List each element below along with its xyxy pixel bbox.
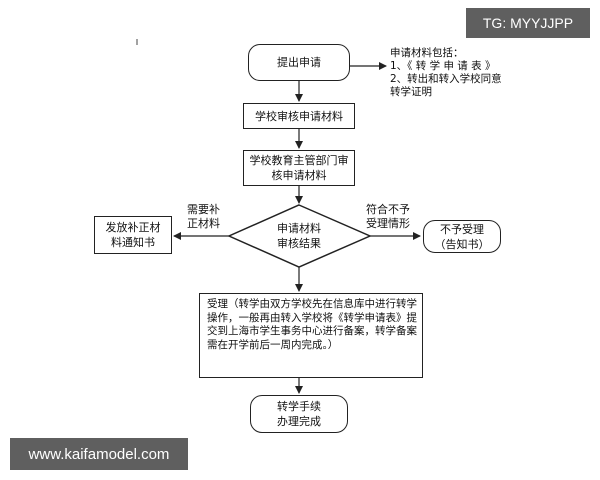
node-supplement-notice: 发放补正材 料通知书 <box>94 216 172 254</box>
edge-label-not-eligible-line1: 符合不予 <box>366 203 410 216</box>
materials-note-item2: 2、转出和转入学校同意 <box>390 73 502 85</box>
watermark-bottom-left-text: www.kaifamodel.com <box>28 445 170 463</box>
node-reject-line2: （告知书） <box>434 237 490 251</box>
node-accept-line1: 受理（转学由双方学校先在信息库中进行转学 <box>207 298 417 310</box>
edge-label-need-supplement-line2: 正材料 <box>187 217 220 230</box>
node-accept: 受理（转学由双方学校先在信息库中进行转学 操作，一般再由转入学校将《转学申请表》… <box>199 293 423 378</box>
node-submit-application: 提出申请 <box>248 44 350 81</box>
node-reject: 不予受理 （告知书） <box>423 220 501 253</box>
node-school-review: 学校审核申请材料 <box>243 103 355 129</box>
node-supplement-line2: 料通知书 <box>111 236 155 249</box>
materials-note: 申请材料包括： 1、《 转 学 申 请 表 》 2、转出和转入学校同意 转学证明 <box>390 47 502 99</box>
node-complete-line2: 办理完成 <box>277 415 321 428</box>
edge-label-not-eligible: 符合不予 受理情形 <box>366 203 410 231</box>
node-school-review-label: 学校审核申请材料 <box>255 109 343 123</box>
node-complete: 转学手续 办理完成 <box>250 395 348 433</box>
materials-note-title: 申请材料包括： <box>390 47 464 59</box>
node-dept-review-line1: 学校教育主管部门审 <box>249 154 349 167</box>
node-dept-review-line2: 核申请材料 <box>271 169 327 182</box>
node-decision-text: 申请材料 审核结果 <box>259 221 339 251</box>
node-supplement-line1: 发放补正材 <box>105 221 161 234</box>
watermark-top-right: TG: MYYJJPP <box>466 8 590 38</box>
materials-note-item1: 1、《 转 学 申 请 表 》 <box>390 60 496 72</box>
node-complete-line1: 转学手续 <box>277 400 321 413</box>
node-accept-line3: 交到上海市学生事务中心进行备案，转学备案 <box>207 325 417 337</box>
node-decision-line2: 审核结果 <box>277 237 321 250</box>
node-reject-line1: 不予受理 <box>440 222 484 236</box>
node-accept-line2: 操作，一般再由转入学校将《转学申请表》提 <box>207 311 417 324</box>
watermark-top-right-text: TG: MYYJJPP <box>482 15 574 31</box>
node-decision-line1: 申请材料 <box>277 222 321 235</box>
node-submit-label: 提出申请 <box>277 56 321 69</box>
node-dept-review: 学校教育主管部门审 核申请材料 <box>243 150 355 186</box>
edge-label-not-eligible-line2: 受理情形 <box>366 217 410 230</box>
node-accept-line4: 需在开学前后一周内完成。） <box>207 338 339 351</box>
edge-label-need-supplement: 需要补 正材料 <box>187 203 220 231</box>
materials-note-item2-cont: 转学证明 <box>390 86 432 98</box>
edge-label-need-supplement-line1: 需要补 <box>187 203 220 216</box>
watermark-bottom-left: www.kaifamodel.com <box>10 438 188 470</box>
